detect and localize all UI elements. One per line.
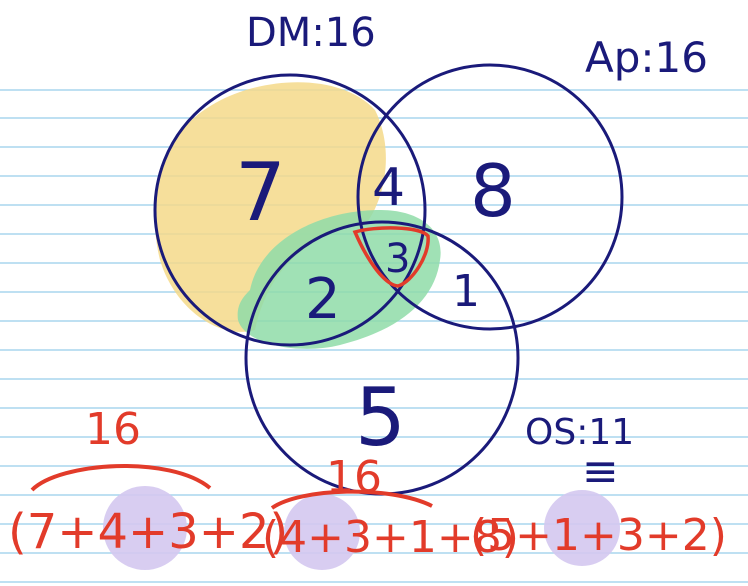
region-dm-os: 2 — [305, 267, 341, 332]
yellow-highlight — [154, 82, 386, 332]
ruled-lines — [0, 89, 748, 583]
dm-circle — [153, 73, 427, 347]
green-highlight — [237, 210, 441, 349]
ap-sum-brace — [270, 489, 433, 510]
dm-sum-brace — [30, 464, 212, 492]
ap-sum-expr: (4+3+1+8) — [262, 512, 519, 563]
purple-highlight-1 — [103, 486, 187, 570]
center-red-loop — [352, 226, 430, 288]
region-ap-only: 8 — [470, 149, 516, 233]
os-sum-expr: (5+1+3+2) — [470, 510, 727, 561]
dm-sum-total: 16 — [85, 404, 141, 455]
equivalence-mark: ≡ — [582, 446, 619, 497]
region-all-three: 3 — [385, 236, 410, 282]
ap-sum-total: 16 — [326, 452, 382, 503]
dm-sum-expr: (7+4+3+2) — [8, 504, 288, 560]
ap-label: Ap:16 — [585, 33, 708, 82]
purple-highlight-3 — [544, 490, 620, 566]
region-dm-ap: 4 — [372, 158, 405, 218]
dm-label: DM:16 — [246, 10, 376, 56]
region-ap-os: 1 — [452, 266, 480, 317]
purple-highlight-2 — [284, 494, 360, 570]
region-dm-only: 7 — [235, 146, 286, 239]
os-label: OS:11 — [525, 412, 634, 453]
ap-circle — [356, 63, 624, 331]
region-os-only: 5 — [355, 371, 406, 464]
